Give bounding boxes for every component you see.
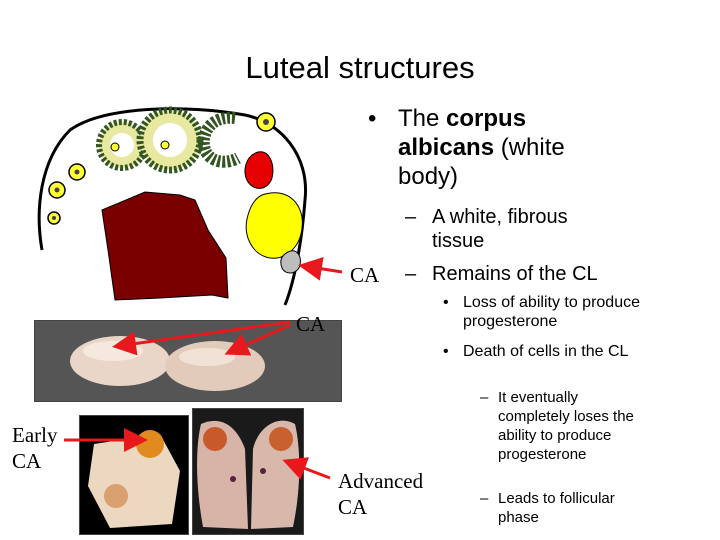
regressing-cl (245, 192, 303, 259)
corpus-hemorrhagicum (244, 151, 274, 189)
follicle-small-1 (48, 181, 66, 199)
label-ca-photo: CA (296, 312, 326, 336)
item-text: Leads to follicular phase (498, 490, 615, 526)
arrow-ca-diagram (298, 256, 343, 281)
sub-bullet-text: A white, fibrous tissue (432, 206, 568, 252)
item-marker: – (480, 490, 489, 507)
item-marker: • (443, 294, 449, 311)
corpus-albicans-shape (280, 250, 301, 274)
early-ca-photo-art (80, 416, 188, 534)
label-early-ca: Early CA (12, 423, 58, 473)
slide-title: Luteal structures (245, 50, 475, 85)
early-ca-photo (79, 415, 189, 535)
corpus-luteum (101, 191, 229, 301)
arrow-advanced-ca (282, 457, 331, 480)
follicle-small-3 (256, 112, 276, 132)
ovary-diagram (37, 106, 308, 306)
bullet-text-pre: The (398, 105, 447, 132)
bullet-text-post: (white body) (398, 134, 565, 190)
arrow-ca-left (112, 320, 291, 356)
label-ca-diagram: CA (350, 263, 380, 287)
sub-bullet-marker: – (405, 206, 417, 228)
item-text: Death of cells in the CL (463, 343, 629, 360)
follicle-large (136, 106, 204, 174)
bullet-text-bold: corpus albicans (398, 105, 527, 161)
item-marker: – (480, 389, 489, 406)
arrow-ca-right (224, 323, 291, 356)
advanced-ca-photo-art (193, 409, 303, 534)
sub-bullet-marker: – (405, 263, 417, 285)
item-text: Loss of ability to produce progesterone (463, 294, 640, 330)
item-marker: • (443, 343, 449, 360)
bullet-marker: • (368, 105, 377, 132)
bullet-text: The corpus albicans (white body) (398, 104, 628, 191)
sub-bullet-text: Remains of the CL (432, 263, 598, 285)
follicle-small-2 (68, 163, 86, 181)
label-advanced-ca: Advanced CA (338, 469, 424, 519)
item-text: It eventually completely loses the abili… (498, 389, 634, 463)
ca-photo (34, 320, 342, 402)
follicle-small-4 (47, 211, 61, 225)
